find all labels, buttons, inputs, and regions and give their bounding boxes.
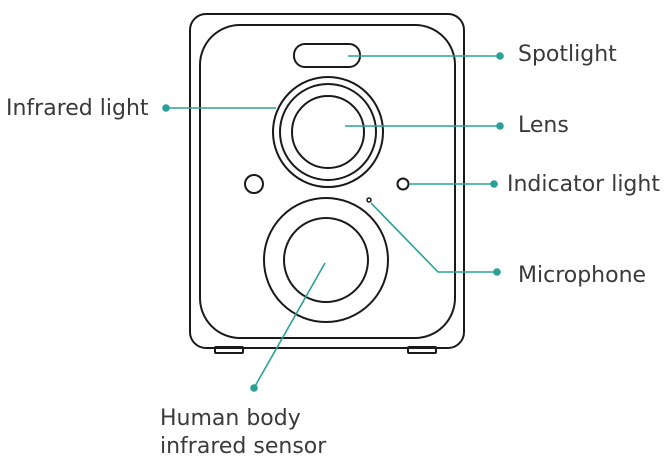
leader-microphone <box>370 202 497 273</box>
leader-sensor <box>253 262 326 389</box>
leader-spotlight-dot <box>496 52 504 60</box>
lens-middle-ring <box>279 83 377 181</box>
spotlight-label: Spotlight <box>518 42 617 67</box>
leader-indicator-dot <box>490 180 498 188</box>
microphone-label: Microphone <box>518 263 647 288</box>
lens-assembly <box>272 76 384 188</box>
lens-label: Lens <box>518 113 569 138</box>
leader-microphone-dot <box>493 268 501 276</box>
infrared-light-label: Infrared light <box>6 96 149 121</box>
camera-foot-right <box>407 346 437 354</box>
leader-sensor-dot <box>250 384 258 392</box>
pir-sensor-outer <box>263 197 389 323</box>
indicator-light-label: Indicator light <box>507 172 660 197</box>
camera-body <box>189 13 465 354</box>
lens-outer-ring <box>272 76 384 188</box>
pir-sensor <box>263 197 389 323</box>
indicator-light <box>396 177 410 191</box>
camera-foot-left <box>214 346 244 354</box>
human-body-sensor-label-line2: infrared sensor <box>160 434 327 459</box>
camera-front-panel <box>199 24 456 339</box>
microphone-hole <box>366 197 372 203</box>
human-body-sensor-label-line1: Human body <box>160 406 301 431</box>
left-side-light <box>244 174 264 194</box>
human-body-sensor-label: Human body infrared sensor <box>160 405 326 461</box>
leader-lens-dot <box>496 122 504 130</box>
lens-inner-ring <box>291 95 365 169</box>
leader-infrared-dot <box>162 104 170 112</box>
leader-lines <box>162 52 504 392</box>
pir-sensor-inner <box>283 217 369 303</box>
camera-outer-shell <box>189 13 465 349</box>
